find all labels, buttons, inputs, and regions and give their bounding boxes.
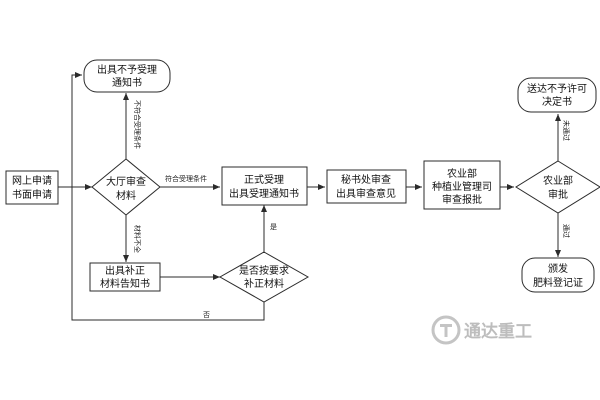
node-check-supp-line2: 补正材料 — [244, 277, 284, 290]
node-ministry-line1: 农业部 — [447, 167, 477, 180]
node-reject-notice-line2: 通知书 — [112, 76, 142, 89]
watermark-text: 通达重工 — [464, 321, 532, 342]
node-online-apply: 网上申请 书面申请 — [5, 170, 59, 205]
node-check-supp-line1: 是否按要求 — [239, 264, 289, 277]
node-reject-notice: 出具不予受理 通知书 — [83, 59, 171, 93]
node-secretary-line1: 秘书处审查 — [341, 173, 391, 186]
node-formal-accept: 正式受理 出具受理通知书 — [221, 166, 308, 206]
node-ministry-line2: 种植业管理司 — [432, 180, 492, 193]
node-hall-review: 大厅审查 材料 — [91, 158, 161, 216]
watermark: 通达重工 — [431, 315, 532, 345]
node-approval-line1: 农业部 — [543, 174, 573, 187]
arrow-check-no-loop — [71, 72, 265, 321]
node-approval: 农业部 审批 — [515, 160, 600, 214]
node-deny-line2: 决定书 — [542, 95, 572, 108]
node-check-supplement: 是否按要求 补正材料 — [218, 251, 310, 303]
node-cert-line2: 肥料登记证 — [533, 276, 583, 289]
label-passed: 通过 — [562, 224, 571, 238]
node-deny-line1: 送达不予许可 — [527, 82, 587, 95]
node-secretary-review: 秘书处审查 出具审查意见 — [326, 169, 407, 204]
node-cert-line1: 颁发 — [548, 262, 568, 275]
node-formal-accept-line2: 出具受理通知书 — [229, 187, 299, 200]
label-qualified: 符合受理条件 — [165, 174, 207, 183]
node-secretary-line2: 出具审查意见 — [336, 187, 396, 200]
node-supplement-notice: 出具补正 材料告知书 — [89, 262, 161, 292]
node-formal-accept-line1: 正式受理 — [244, 173, 284, 186]
node-online-apply-line2: 书面申请 — [12, 188, 52, 201]
node-supplement-line2: 材料告知书 — [100, 277, 150, 290]
node-online-apply-line1: 网上申请 — [12, 174, 52, 187]
label-not-passed: 未通过 — [562, 120, 571, 141]
label-not-qualified: 不符合受理条件 — [133, 100, 142, 149]
node-reject-notice-line1: 出具不予受理 — [97, 63, 157, 76]
node-hall-review-line1: 大厅审查 — [106, 175, 146, 188]
node-ministry-review: 农业部 种植业管理司 审查报批 — [423, 160, 501, 210]
watermark-logo-icon — [431, 315, 461, 345]
node-issue-cert: 颁发 肥料登记证 — [521, 257, 595, 293]
node-ministry-line3: 审查报批 — [442, 193, 482, 206]
label-yes: 是 — [270, 223, 277, 231]
node-deny-decision: 送达不予许可 决定书 — [517, 77, 597, 113]
node-approval-line2: 审批 — [548, 188, 568, 201]
label-incomplete: 材料不全 — [133, 225, 142, 253]
connectors — [58, 72, 561, 321]
node-supplement-line1: 出具补正 — [105, 264, 145, 277]
node-hall-review-line2: 材料 — [116, 189, 136, 202]
label-no: 否 — [203, 311, 210, 319]
